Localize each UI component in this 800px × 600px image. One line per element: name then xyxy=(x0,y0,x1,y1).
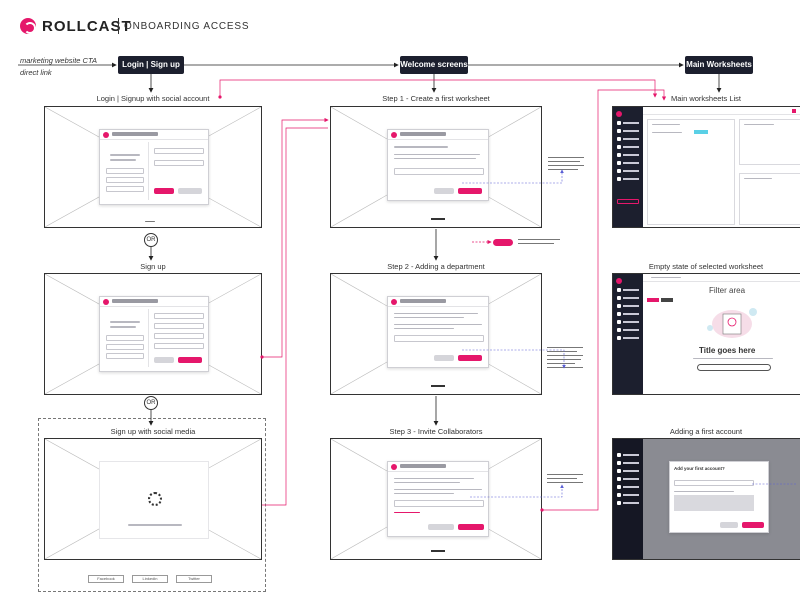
signup-wireframe xyxy=(44,273,262,395)
empty-state-app: Filter area Title goes here xyxy=(612,273,800,395)
title-empty-state: Empty state of selected worksheet xyxy=(648,262,764,271)
filter-area-label: Filter area xyxy=(709,286,746,295)
account-name-input[interactable] xyxy=(674,480,754,486)
create-button[interactable] xyxy=(458,188,482,194)
back-button[interactable] xyxy=(434,355,454,361)
password-field[interactable] xyxy=(154,160,204,166)
social-signup-wireframe xyxy=(44,438,262,560)
empty-state-illustration-icon xyxy=(707,308,757,338)
pagination-dots xyxy=(431,385,445,387)
title-step-2: Step 2 - Adding a department xyxy=(387,262,485,271)
login-button[interactable] xyxy=(154,188,174,194)
skip-button[interactable] xyxy=(428,524,454,530)
create-worksheet-dialog xyxy=(387,129,489,201)
dialog-header xyxy=(388,297,488,307)
pagination-dots xyxy=(431,218,445,220)
title-step-3: Step 3 - Invite Collaborators xyxy=(389,427,483,436)
social-button[interactable] xyxy=(106,335,144,341)
signup-dialog xyxy=(99,296,209,372)
title-sign-up: Sign up xyxy=(140,262,166,271)
app-topbar xyxy=(643,274,800,282)
dialog-header xyxy=(388,130,488,140)
account-dropzone[interactable] xyxy=(674,495,754,511)
worksheet-name-input[interactable] xyxy=(394,168,484,175)
login-signup-node: Login | Sign up xyxy=(118,56,184,74)
department-input[interactable] xyxy=(394,335,484,342)
social-button[interactable] xyxy=(106,186,144,192)
worksheets-list-app xyxy=(612,106,800,228)
rollcast-logo-icon xyxy=(20,18,36,34)
loading-panel xyxy=(99,461,209,539)
worksheet-accounts-panel xyxy=(739,173,800,225)
title-sign-up-social: Sign up with social media xyxy=(110,427,196,436)
app-logo-icon xyxy=(616,278,622,284)
entry-label-direct: direct link xyxy=(20,68,52,77)
send-invites-button[interactable] xyxy=(458,524,484,530)
app-sidebar xyxy=(613,107,643,227)
page-subtitle: ONBOARDING ACCESS xyxy=(124,21,250,32)
step3-wireframe xyxy=(330,438,542,560)
step2-wireframe xyxy=(330,273,542,395)
filter-chip[interactable] xyxy=(647,298,659,302)
worksheet-detail-panel xyxy=(739,119,800,165)
sign-up-button[interactable] xyxy=(178,188,202,194)
first-account-app: Add your first account? xyxy=(612,438,800,560)
dialog-header xyxy=(100,130,208,140)
back-button[interactable] xyxy=(434,188,454,194)
welcome-screens-node: Welcome screens xyxy=(400,56,468,74)
skip-tag xyxy=(493,239,513,246)
choice-linkedin[interactable]: Linkedin xyxy=(132,575,168,583)
social-button[interactable] xyxy=(106,168,144,174)
social-button[interactable] xyxy=(106,344,144,350)
app-sidebar xyxy=(613,439,643,559)
sign-up-button[interactable] xyxy=(178,357,202,363)
brand-name: ROLLCAST xyxy=(42,18,132,35)
status-badge xyxy=(694,130,708,134)
step1-wireframe xyxy=(330,106,542,228)
login-dialog xyxy=(99,129,209,205)
or-badge: OR xyxy=(144,396,158,410)
worksheets-panel xyxy=(647,119,735,225)
back-button[interactable] xyxy=(154,357,174,363)
name-field[interactable] xyxy=(154,313,204,319)
title-step-1: Step 1 - Create a first worksheet xyxy=(382,94,490,103)
add-account-dialog: Add your first account? xyxy=(669,461,769,533)
invite-email-input[interactable] xyxy=(394,500,484,507)
app-topbar xyxy=(643,107,800,115)
sidebar-button[interactable] xyxy=(617,199,639,204)
dialog-header xyxy=(388,462,488,472)
dialog-header xyxy=(100,297,208,307)
choice-twitter[interactable]: Twitter xyxy=(176,575,212,583)
empty-state-title: Title goes here xyxy=(699,346,756,355)
add-button[interactable] xyxy=(742,522,764,528)
email-field[interactable] xyxy=(154,148,204,154)
create-account-button[interactable] xyxy=(697,364,771,371)
app-sidebar xyxy=(613,274,643,394)
title-first-account: Adding a first account xyxy=(669,427,743,436)
dialog-title: Add your first account? xyxy=(674,466,725,471)
pagination-dots xyxy=(431,550,445,552)
title-login-social: Login | Signup with social account xyxy=(96,94,210,103)
cancel-button[interactable] xyxy=(720,522,738,528)
social-button[interactable] xyxy=(106,353,144,359)
add-department-dialog xyxy=(387,296,489,368)
or-badge: OR xyxy=(144,233,158,247)
login-wireframe xyxy=(44,106,262,228)
password-field[interactable] xyxy=(154,333,204,339)
brand-divider xyxy=(118,18,119,34)
title-worksheets-list: Main worksheets List xyxy=(670,94,742,103)
invite-collaborators-dialog xyxy=(387,461,489,537)
choice-facebook[interactable]: Facebook xyxy=(88,575,124,583)
next-button[interactable] xyxy=(458,355,482,361)
loading-spinner-icon xyxy=(148,492,162,506)
main-worksheets-node: Main Worksheets xyxy=(685,56,753,74)
entry-label-marketing: marketing website CTA xyxy=(20,56,97,65)
social-button[interactable] xyxy=(106,177,144,183)
filter-chip[interactable] xyxy=(661,298,673,302)
confirm-field[interactable] xyxy=(154,343,204,349)
app-logo-icon xyxy=(616,111,622,117)
email-field[interactable] xyxy=(154,323,204,329)
